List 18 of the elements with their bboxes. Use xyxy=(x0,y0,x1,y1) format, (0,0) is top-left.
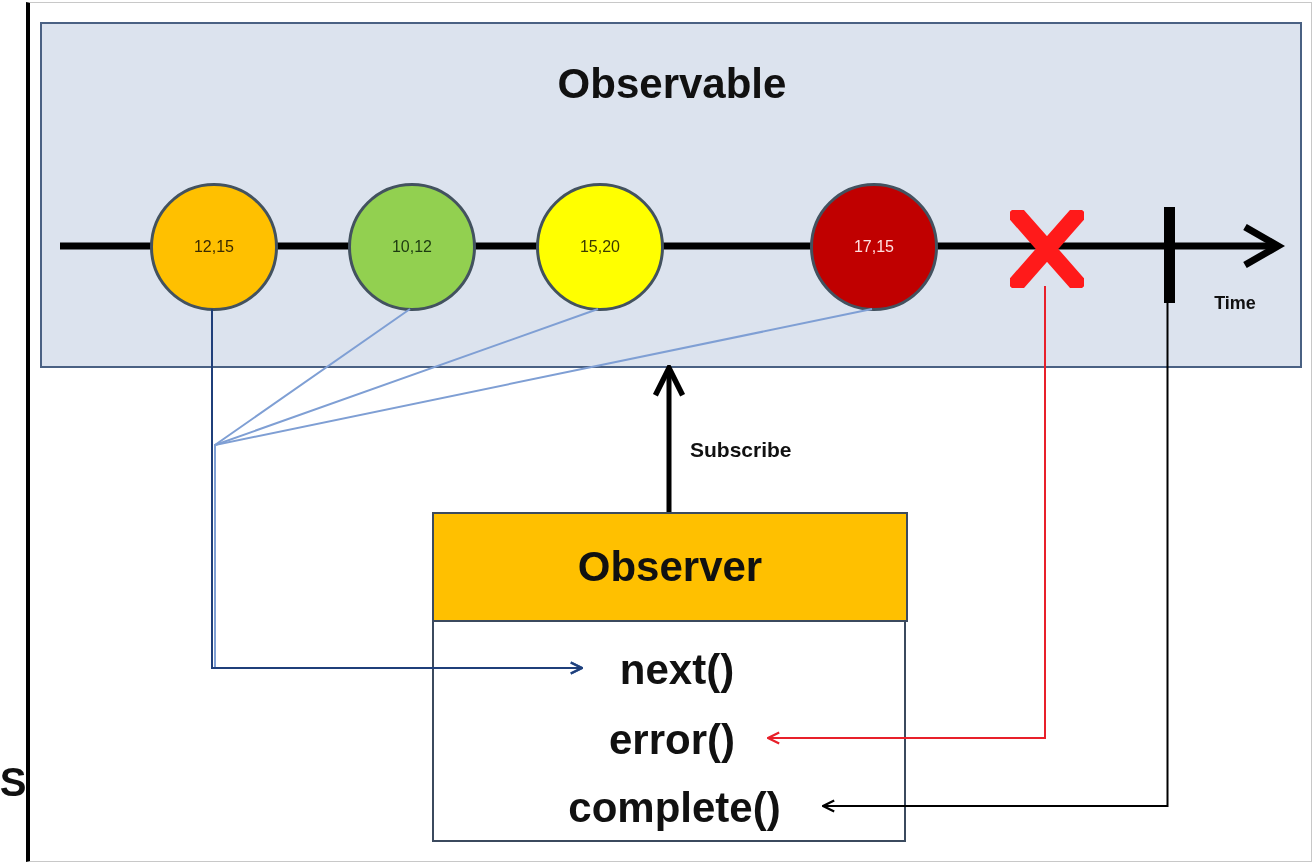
class-header: Observer xyxy=(432,512,908,622)
panel-title: Observable xyxy=(556,59,788,109)
observer-class-box xyxy=(432,512,906,842)
arrow xyxy=(766,285,1046,745)
cropped-letter: S xyxy=(0,758,26,806)
arrow xyxy=(652,365,686,512)
event-marble: 12,15 xyxy=(150,183,278,311)
event-marble: 17,15 xyxy=(810,183,938,311)
event-marble: 10,12 xyxy=(348,183,476,311)
method-name: next() xyxy=(592,642,762,698)
event-marble: 15,20 xyxy=(536,183,664,311)
arrow xyxy=(821,300,1169,813)
method-name: complete() xyxy=(532,780,817,836)
error-cross-icon xyxy=(1010,210,1084,288)
axis-label: Time xyxy=(1213,291,1257,315)
completion-bar xyxy=(1164,207,1175,303)
method-name: error() xyxy=(582,712,762,768)
observable-panel xyxy=(40,22,1302,368)
